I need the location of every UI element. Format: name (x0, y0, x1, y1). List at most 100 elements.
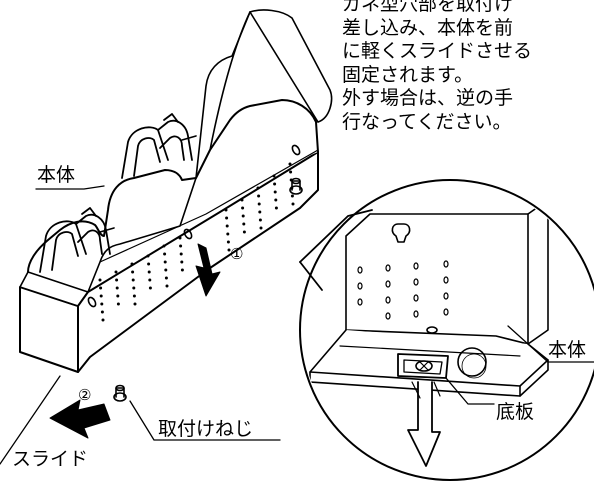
detail-vent-hole (413, 294, 419, 302)
detail-vent-hole (443, 276, 449, 284)
vent-dot (115, 286, 119, 290)
vent-dot (273, 190, 277, 194)
vent-dot (242, 230, 246, 234)
vent-dot (226, 232, 230, 236)
vent-dot (178, 236, 182, 240)
vent-dot (148, 278, 152, 282)
vent-dot (180, 268, 184, 272)
vent-dot (116, 302, 120, 306)
vent-dot (240, 198, 244, 202)
vent-dot (132, 294, 136, 298)
detail-vent-hole (385, 296, 391, 304)
vent-dot (99, 286, 103, 290)
vent-dot (114, 270, 118, 274)
slide-arrow (49, 399, 111, 439)
vent-dot (115, 278, 119, 282)
vent-dot (131, 278, 135, 282)
bottom-plate-label: 底板 (496, 401, 535, 423)
detail-vent-hole (413, 310, 419, 318)
vent-dot (147, 270, 151, 274)
vent-dot (290, 194, 294, 198)
vent-dot (162, 244, 166, 248)
vent-dot (289, 170, 293, 174)
vent-dot (98, 278, 102, 282)
detail-vent-hole (413, 262, 419, 270)
vent-dot (146, 254, 150, 258)
main-body-label: 本体 (37, 164, 76, 186)
vent-dot (258, 210, 262, 214)
vent-dot (164, 276, 168, 280)
detail-vent-hole (413, 278, 419, 286)
detail-vent-hole (443, 292, 449, 300)
vent-dot (224, 208, 228, 212)
detail-body-label: 本体 (548, 339, 587, 361)
vent-dot (133, 302, 137, 306)
slide-label: スライド (12, 448, 89, 470)
vent-dot (148, 286, 152, 290)
vent-dot (274, 206, 278, 210)
screw-icon (289, 177, 303, 195)
vent-dot (272, 174, 276, 178)
leader-main-body (35, 185, 105, 190)
vent-dot (163, 260, 167, 264)
detail-vent-hole (385, 312, 391, 320)
vent-dot (100, 310, 104, 314)
vent-dot (273, 182, 277, 186)
vent-dot (179, 252, 183, 256)
vent-dot (225, 224, 229, 228)
step1-arrow (195, 243, 221, 297)
vent-dot (291, 202, 295, 206)
vent-dot (258, 218, 262, 222)
instruction-line: ガネ型穴部を取付け (342, 0, 514, 15)
leader-slide (0, 375, 61, 465)
detail-callout (299, 179, 594, 481)
step1-marker: ① (230, 245, 244, 263)
detail-vent-hole (357, 266, 363, 274)
detail-vent-hole (385, 264, 391, 272)
vent-dot (288, 162, 292, 166)
vent-dot (165, 284, 169, 288)
vent-dot (163, 252, 167, 256)
vent-dot (99, 294, 103, 298)
main-unit-vents (98, 162, 295, 322)
vent-dot (147, 262, 151, 266)
vent-dot (256, 186, 260, 190)
vent-dot (227, 248, 231, 252)
screw-label: 取付けねじ (158, 418, 254, 440)
vent-dot (242, 222, 246, 226)
vent-dot (274, 198, 278, 202)
vent-dot (101, 318, 105, 322)
vent-dot (257, 194, 261, 198)
vent-dot (164, 268, 168, 272)
main-unit-illustration (19, 9, 333, 373)
vent-dot (132, 286, 136, 290)
vent-dot (259, 226, 263, 230)
vent-dot (241, 206, 245, 210)
detail-vent-hole (443, 308, 449, 316)
vent-dot (180, 260, 184, 264)
instruction-line: 外す場合は、逆の手 (342, 87, 514, 109)
vent-dot (226, 240, 230, 244)
vent-dot (100, 302, 104, 306)
vent-dot (179, 244, 183, 248)
vent-dot (225, 216, 229, 220)
vent-dot (116, 294, 120, 298)
vent-dot (241, 214, 245, 218)
instruction-line: 差し込み、本体を前 (342, 16, 514, 39)
detail-vent-hole (357, 298, 363, 306)
screw-icon (113, 384, 127, 402)
vent-dot (131, 270, 135, 274)
vent-dot (257, 202, 261, 206)
instruction-text: ガネ型穴部を取付け 差し込み、本体を前 に軽くスライドさせる 固定されます。 外… (342, 0, 532, 134)
detail-vent-hole (385, 280, 391, 288)
detail-vent-hole (357, 282, 363, 290)
instruction-line: 固定されます。 (342, 63, 474, 86)
instruction-line: に軽くスライドさせる (342, 40, 533, 62)
step2-marker: ② (78, 386, 92, 404)
leader-screw (129, 400, 281, 441)
detail-contents (309, 199, 549, 467)
detail-circle (299, 179, 594, 481)
vent-dot (130, 262, 134, 266)
